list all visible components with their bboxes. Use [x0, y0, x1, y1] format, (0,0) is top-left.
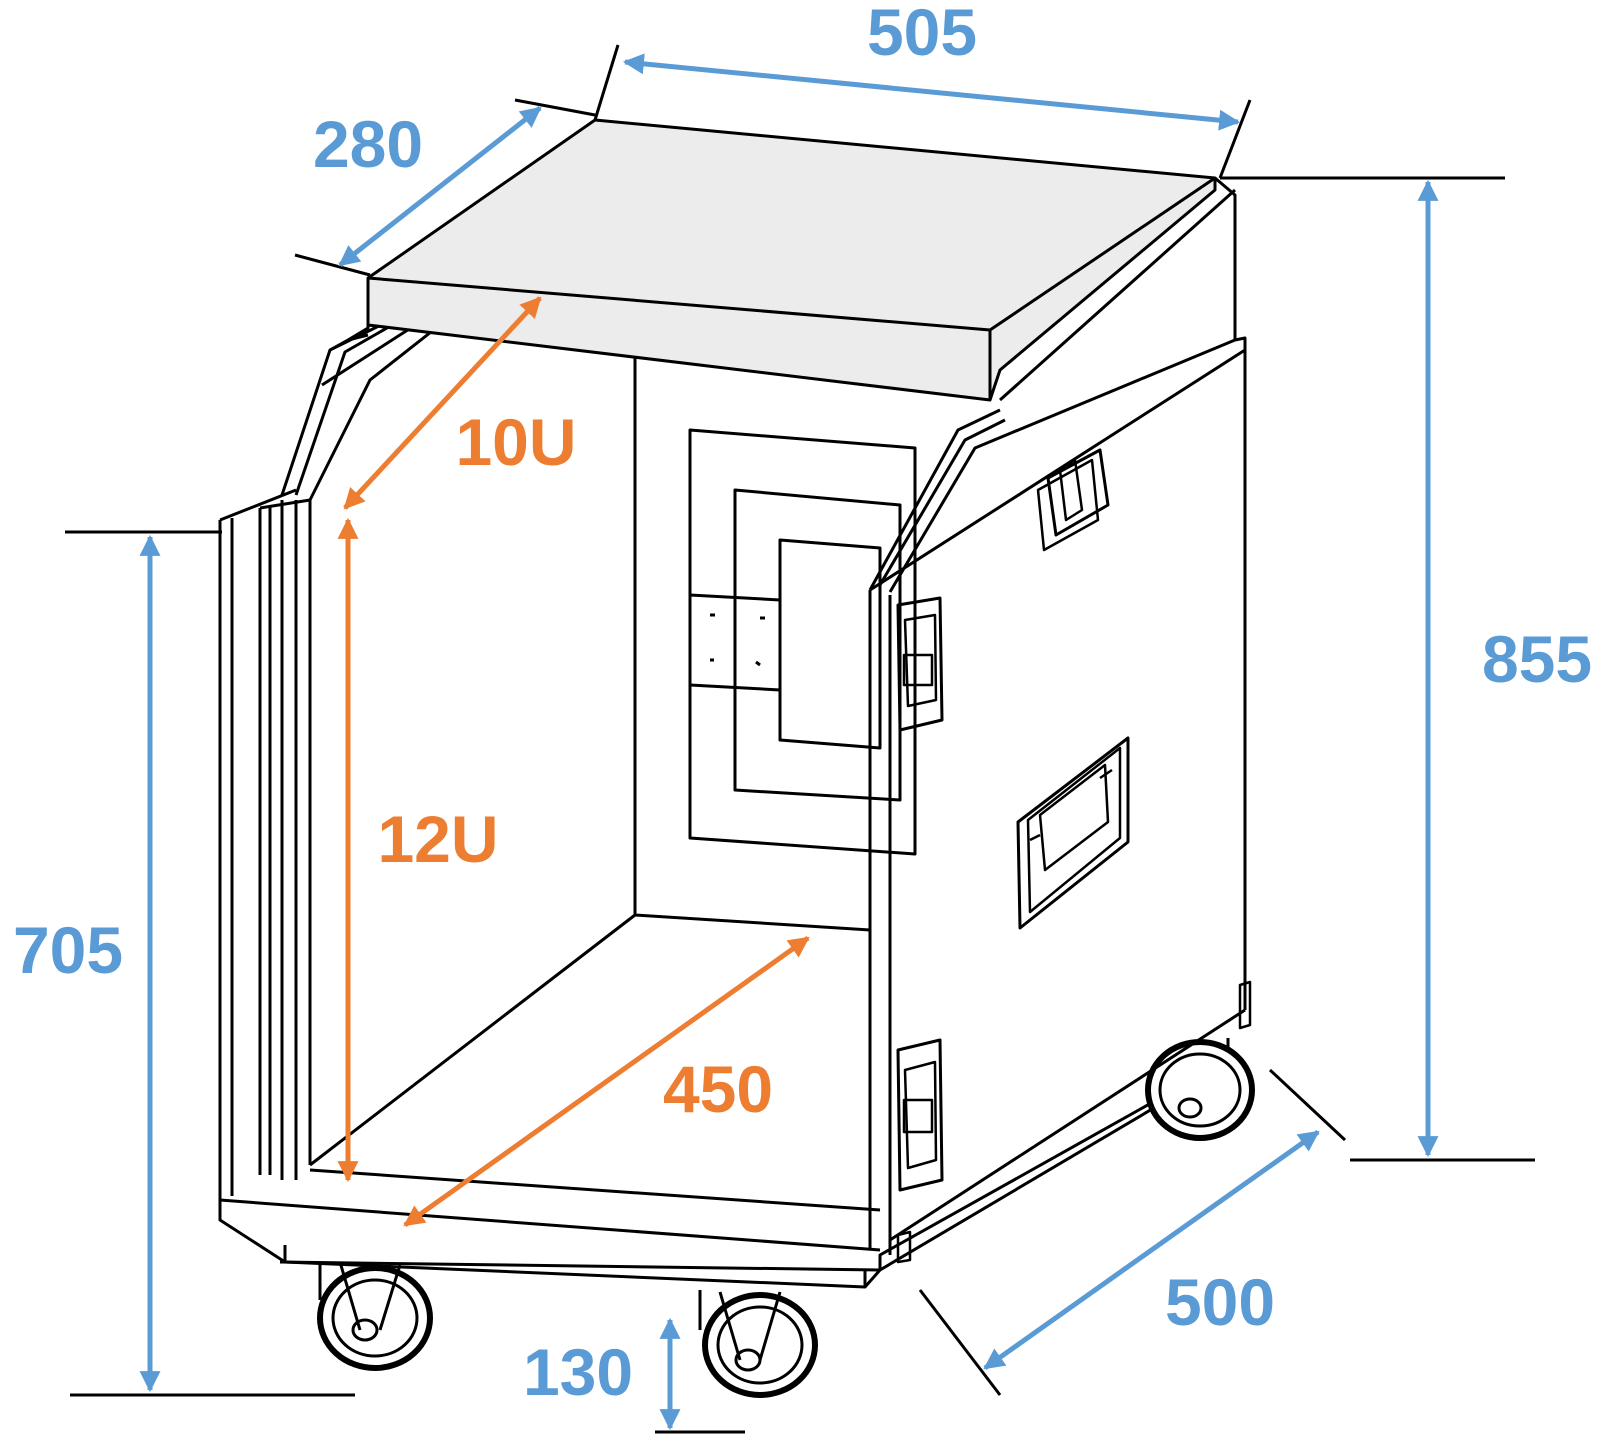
label-width: 505 — [867, 0, 977, 69]
dimension-labels: 505 280 855 705 500 130 10U 12U 450 — [13, 0, 1592, 1409]
label-depth: 500 — [1165, 1265, 1275, 1339]
latch-front-upper — [896, 596, 944, 732]
top-lid — [366, 118, 1217, 402]
caster-rear-right — [1145, 1039, 1255, 1141]
flight-case-drawing — [218, 118, 1255, 1398]
caster-front-right — [698, 1290, 818, 1398]
side-handle — [1016, 736, 1130, 930]
dimension-arrow-depth — [983, 1129, 1320, 1371]
internal-dimension-arrows — [337, 296, 810, 1228]
dimension-arrow-inner-depth — [403, 935, 810, 1228]
label-base-height: 705 — [13, 913, 123, 987]
caster-front-left — [317, 1261, 433, 1371]
dimension-arrow-width — [622, 53, 1241, 131]
side-panel-right — [868, 176, 1247, 1255]
label-caster-height: 130 — [523, 1335, 633, 1409]
dimension-arrow-upper-rack — [343, 296, 542, 510]
external-dimension-arrows — [139, 53, 1439, 1431]
label-lid-depth: 280 — [313, 107, 423, 181]
corner-hinge — [896, 980, 1252, 1264]
rear-panel-frames — [688, 428, 917, 856]
label-lower-rack: 12U — [377, 802, 498, 876]
extension-lines — [65, 44, 1535, 1434]
latch-upper-side — [1036, 448, 1110, 552]
label-total-height: 855 — [1482, 622, 1592, 696]
dimension-arrow-lid-depth — [338, 106, 542, 267]
latch-front-lower — [896, 1038, 944, 1192]
label-inner-depth: 450 — [663, 1052, 773, 1126]
front-rail-left — [218, 488, 312, 1200]
inner-cavity — [309, 300, 881, 1212]
label-upper-rack: 10U — [455, 405, 576, 479]
